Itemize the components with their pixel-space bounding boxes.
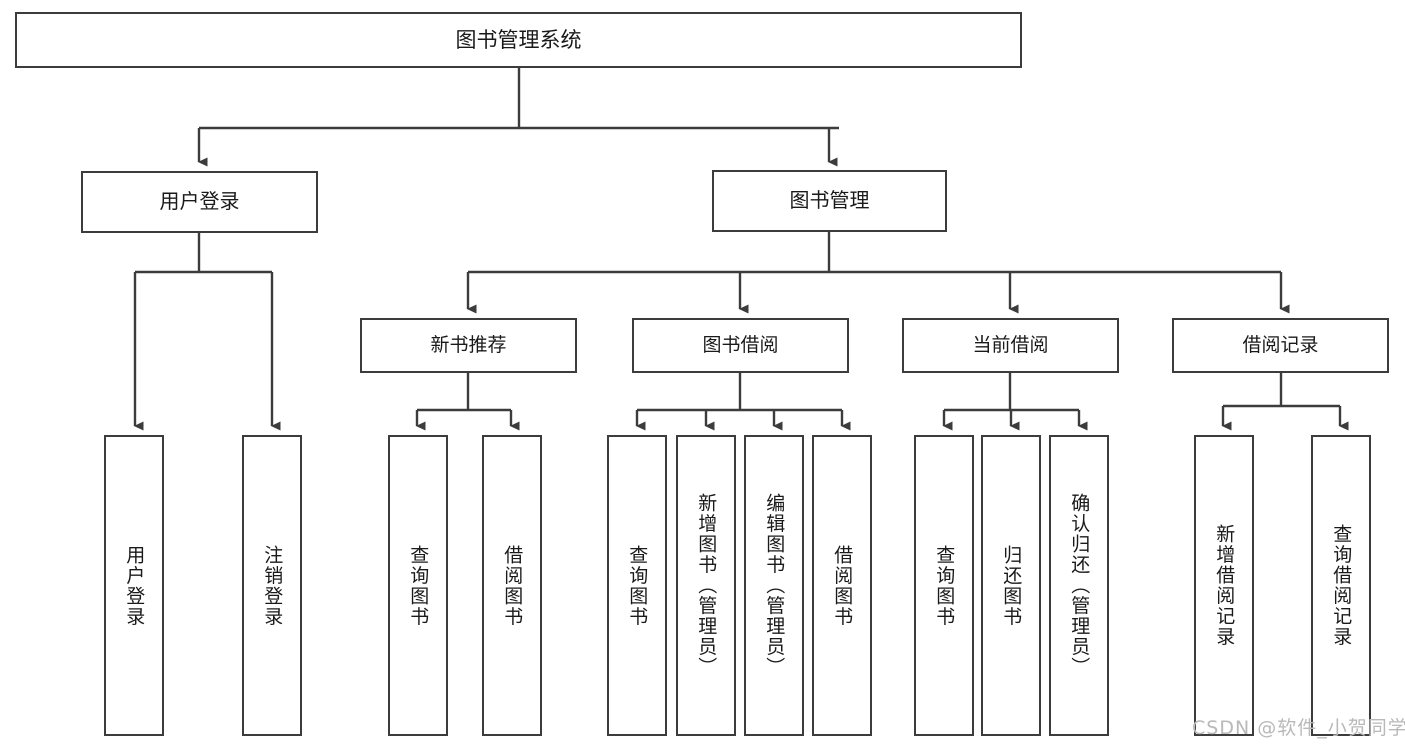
node-current-borrow[interactable]: 当前借阅 bbox=[902, 318, 1119, 373]
node-label: 新书推荐 bbox=[430, 334, 507, 357]
node-book-management[interactable]: 图书管理 bbox=[712, 170, 947, 232]
node-label: 当前借阅 bbox=[972, 334, 1049, 357]
node-label: 图书借阅 bbox=[702, 334, 779, 357]
node-label: 借阅图书 bbox=[501, 544, 524, 627]
node-borrow-record[interactable]: 借阅记录 bbox=[1172, 318, 1389, 373]
node-label: 查询图书 bbox=[407, 544, 430, 627]
node-label: 图书管理系统 bbox=[455, 27, 582, 52]
leaf-borrow-book-new[interactable]: 借阅图书 bbox=[482, 435, 542, 736]
leaf-query-book-borrow[interactable]: 查询图书 bbox=[607, 435, 667, 736]
node-label: 用户登录 bbox=[159, 189, 240, 214]
node-label: 借阅图书 bbox=[831, 544, 854, 627]
node-label: 查询借阅记录 bbox=[1330, 524, 1353, 647]
leaf-confirm-return-admin[interactable]: 确认归还（管理员） bbox=[1049, 435, 1109, 736]
node-user-login[interactable]: 用户登录 bbox=[81, 171, 318, 233]
leaf-edit-book-admin[interactable]: 编辑图书（管理员） bbox=[744, 435, 804, 736]
leaf-return-book[interactable]: 归还图书 bbox=[981, 435, 1041, 736]
leaf-borrow-book[interactable]: 借阅图书 bbox=[812, 435, 872, 736]
node-label: 查询图书 bbox=[933, 544, 956, 627]
leaf-user-login[interactable]: 用户登录 bbox=[104, 435, 164, 736]
leaf-query-book-new[interactable]: 查询图书 bbox=[388, 435, 448, 736]
leaf-query-book-current[interactable]: 查询图书 bbox=[914, 435, 974, 736]
node-root-system[interactable]: 图书管理系统 bbox=[15, 12, 1022, 68]
node-label: 编辑图书（管理员） bbox=[763, 493, 786, 678]
watermark-text: CSDN @软件_小贺同学 bbox=[1192, 717, 1405, 739]
leaf-add-borrow-record[interactable]: 新增借阅记录 bbox=[1194, 435, 1254, 736]
node-label: 新增图书（管理员） bbox=[695, 493, 718, 678]
node-label: 图书管理 bbox=[789, 188, 870, 213]
leaf-add-book-admin[interactable]: 新增图书（管理员） bbox=[676, 435, 736, 736]
node-label: 借阅记录 bbox=[1242, 334, 1319, 357]
node-new-book-recommend[interactable]: 新书推荐 bbox=[360, 318, 577, 373]
node-label: 确认归还（管理员） bbox=[1068, 493, 1091, 678]
leaf-logout[interactable]: 注销登录 bbox=[242, 435, 302, 736]
leaf-query-borrow-record[interactable]: 查询借阅记录 bbox=[1311, 435, 1371, 736]
node-label: 查询图书 bbox=[626, 544, 649, 627]
node-book-borrow[interactable]: 图书借阅 bbox=[632, 318, 849, 373]
node-label: 注销登录 bbox=[261, 544, 284, 627]
node-label: 新增借阅记录 bbox=[1213, 524, 1236, 647]
node-label: 用户登录 bbox=[123, 544, 146, 627]
node-label: 归还图书 bbox=[1000, 544, 1023, 627]
